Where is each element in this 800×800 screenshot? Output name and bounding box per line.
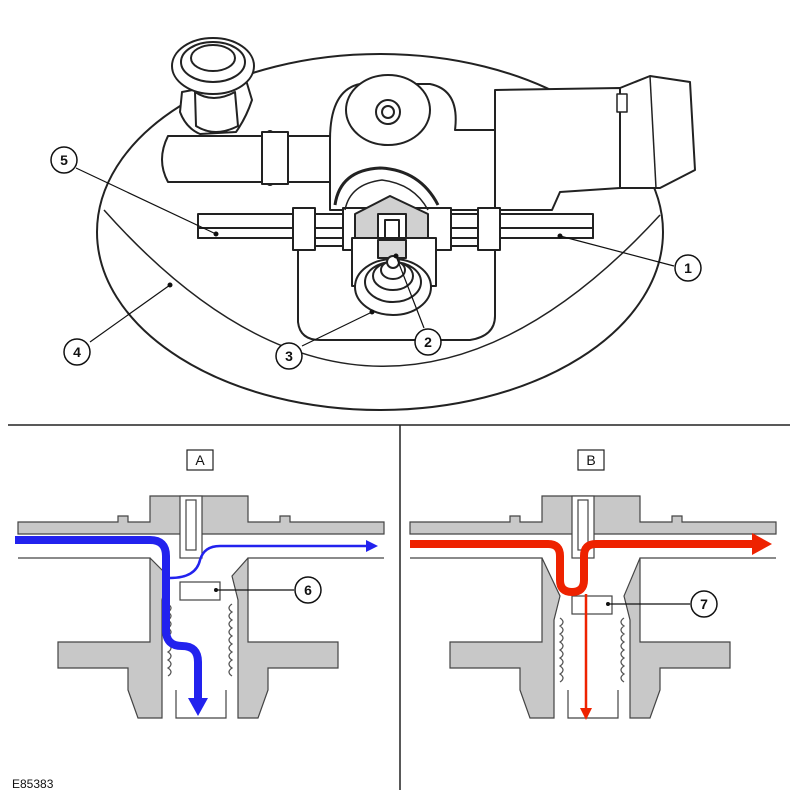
callout-4: 4 <box>63 338 91 366</box>
callout-7-label: 7 <box>700 596 708 612</box>
panel-a-label: A <box>195 452 205 468</box>
callout-5-label: 5 <box>60 152 68 168</box>
callout-1-label: 1 <box>684 260 692 276</box>
figure-code: E85383 <box>12 777 54 791</box>
spring-seat <box>354 255 432 316</box>
callout-2: 2 <box>414 328 442 356</box>
spring-b <box>558 617 626 683</box>
callout-3: 3 <box>275 342 303 370</box>
callout-7: 7 <box>690 590 718 618</box>
panel-a: A 6 <box>15 449 385 719</box>
panel-b: B 7 <box>409 449 777 720</box>
callout-4-label: 4 <box>73 344 81 360</box>
top-callouts: 1 2 3 4 5 <box>50 146 702 370</box>
valve-body <box>329 74 696 211</box>
inlet-elbow <box>161 37 341 186</box>
flow-arrow-a <box>15 536 378 716</box>
valve-section-b <box>409 495 777 719</box>
valve-piston-b <box>571 595 613 615</box>
valve-piston-a <box>179 581 221 601</box>
callout-5: 5 <box>50 146 78 174</box>
callout-2-label: 2 <box>424 334 432 350</box>
panel-b-label: B <box>586 452 595 468</box>
callout-1: 1 <box>674 254 702 282</box>
callout-6-label: 6 <box>304 582 312 598</box>
callout-3-label: 3 <box>285 348 293 364</box>
valve-section-a <box>17 495 385 719</box>
valve-bracket <box>333 166 440 206</box>
callout-6: 6 <box>294 576 322 604</box>
fuel-filter-illustration <box>96 37 696 411</box>
plate-rim <box>103 209 661 367</box>
flow-arrow-b <box>410 533 772 720</box>
